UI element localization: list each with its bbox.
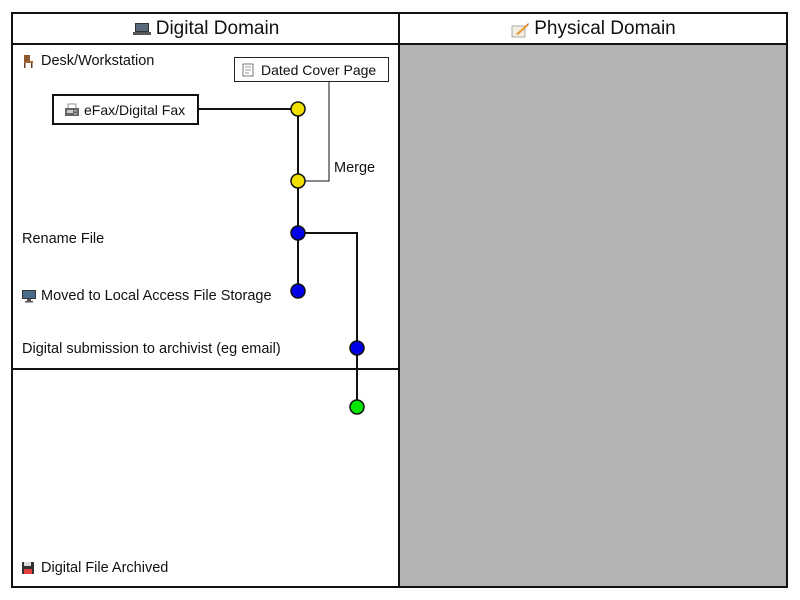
dated-cover-page-text: Dated Cover Page	[261, 61, 377, 78]
node-rename	[290, 225, 306, 241]
physical-domain-title: Physical Domain	[534, 17, 676, 39]
quill-paper-icon	[510, 22, 530, 37]
node-merge	[290, 173, 306, 189]
chair-icon	[21, 54, 37, 68]
document-icon	[241, 63, 257, 77]
moved-local-storage-label: Moved to Local Access File Storage	[21, 288, 272, 304]
node-efax	[290, 101, 306, 117]
desk-workstation-text: Desk/Workstation	[41, 53, 155, 69]
digital-domain-title: Digital Domain	[155, 17, 280, 39]
moved-local-storage-text: Moved to Local Access File Storage	[41, 288, 272, 304]
floppy-disk-icon	[21, 561, 37, 575]
physical-domain-area	[399, 44, 787, 587]
digital-file-archived-label: Digital File Archived	[21, 560, 168, 576]
digital-submission-label: Digital submission to archivist (eg emai…	[22, 341, 281, 357]
desktop-computer-icon	[21, 289, 37, 303]
rename-file-label: Rename File	[22, 231, 105, 247]
digital-domain-header: Digital Domain	[12, 13, 399, 44]
dated-cover-page-box: Dated Cover Page	[234, 57, 389, 82]
node-moved	[290, 283, 306, 299]
efax-text: eFax/Digital Fax	[84, 101, 186, 118]
desk-workstation-label: Desk/Workstation	[21, 53, 154, 69]
merge-label: Merge	[334, 160, 376, 176]
efax-box: eFax/Digital Fax	[52, 94, 199, 125]
physical-domain-header: Physical Domain	[399, 13, 787, 44]
node-submission	[349, 340, 365, 356]
fax-machine-icon	[64, 103, 80, 117]
laptop-icon	[132, 22, 152, 36]
node-archived	[349, 399, 365, 415]
cover-page-merge-connector	[298, 82, 330, 182]
digital-file-archived-text: Digital File Archived	[41, 560, 169, 576]
submission-branch-line	[298, 232, 358, 407]
